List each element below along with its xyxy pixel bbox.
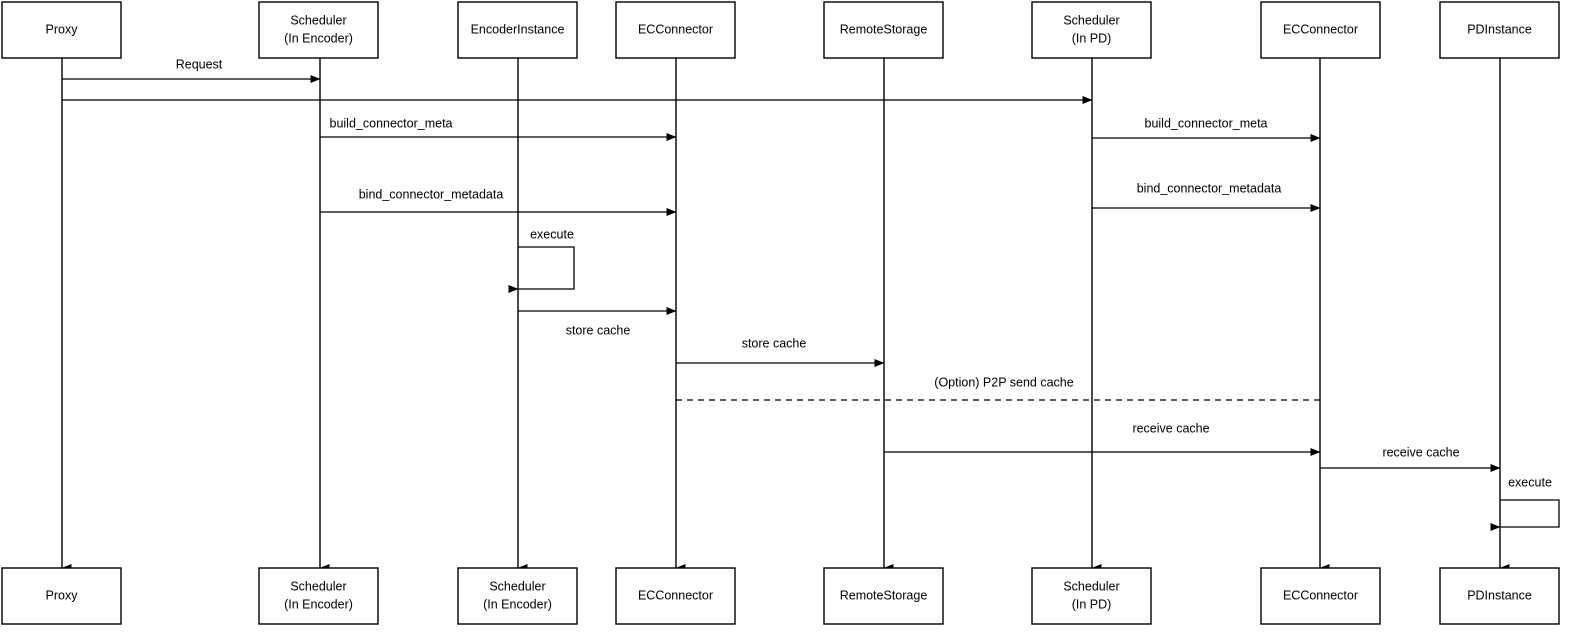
message-request: Request — [62, 57, 321, 83]
top-participant-boxes: Proxy Scheduler (In Encoder) EncoderInstanc… — [1, 1, 1560, 59]
bottom-participant-box-pd-instance[interactable]: PDInstance — [1439, 567, 1560, 625]
top-participant-box-pd-instance[interactable]: PDInstance — [1439, 1, 1560, 59]
top-participant-label: Proxy — [46, 22, 79, 36]
top-participant-label-line2: (In Encoder) — [284, 31, 353, 45]
message-receive-cache-remotestorage-to-ecconnector: receive cache — [884, 421, 1321, 456]
bottom-participant-label: RemoteStorage — [840, 588, 928, 602]
self-message-label-execute-pd-instance: execute — [1508, 475, 1552, 489]
message-label-receive-cache-ecconnector-to-pdinstance: receive cache — [1382, 445, 1459, 459]
message-label-build-connector-meta-encoder: build_connector_meta — [330, 116, 453, 130]
bottom-participant-label: Proxy — [46, 588, 79, 602]
bottom-participant-label: PDInstance — [1467, 588, 1532, 602]
message-store-cache-ecconnector-to-remotestorage: store cache — [676, 336, 885, 367]
message-store-cache-encoder-to-ecconnector: store cache — [518, 307, 677, 337]
top-participant-label: PDInstance — [1467, 22, 1532, 36]
message-label-build-connector-meta-pd: build_connector_meta — [1145, 116, 1268, 130]
bottom-participant-box-ec-connector-left[interactable]: ECConnector — [615, 567, 736, 625]
message-receive-cache-ecconnector-to-pdinstance: receive cache — [1320, 445, 1501, 472]
self-message-path-execute-encoder-instance — [508, 246, 575, 293]
message-label-receive-cache-remotestorage-to-ecconnector: receive cache — [1132, 421, 1209, 435]
bottom-participant-label: ECConnector — [1283, 588, 1358, 602]
bottom-participant-boxes: Proxy Scheduler (In Encoder) Scheduler (In E… — [1, 567, 1560, 625]
messages-layer: Request build_connector_meta build_connect… — [62, 57, 1560, 531]
bottom-participant-label-line2: (In Encoder) — [483, 597, 552, 611]
top-participant-box-encoder-instance[interactable]: EncoderInstance — [457, 1, 578, 59]
top-participant-label: EncoderInstance — [471, 22, 565, 36]
bottom-participant-box-proxy[interactable]: Proxy — [1, 567, 122, 625]
top-participant-box-scheduler-in-encoder[interactable]: Scheduler (In Encoder) — [258, 1, 379, 59]
bottom-participant-box-encoder-instance[interactable]: Scheduler (In Encoder) — [457, 567, 578, 625]
top-participant-box-ec-connector-right[interactable]: ECConnector — [1260, 1, 1381, 59]
self-message-execute-encoder-instance: execute — [508, 227, 575, 293]
message-label-p2p-send-cache: (Option) P2P send cache — [934, 375, 1073, 389]
message-build-connector-meta-encoder: build_connector_meta — [320, 116, 677, 141]
message-label-request: Request — [176, 57, 223, 71]
top-participant-label-line2: (In PD) — [1072, 31, 1112, 45]
bottom-participant-label-line1: Scheduler — [489, 579, 545, 593]
bottom-participant-label-line2: (In PD) — [1072, 597, 1112, 611]
self-message-execute-pd-instance: execute — [1490, 475, 1560, 531]
self-message-label-execute-encoder-instance: execute — [530, 227, 574, 241]
bottom-participant-label-line2: (In Encoder) — [284, 597, 353, 611]
top-participant-label: ECConnector — [638, 22, 713, 36]
bottom-participant-box-remote-storage[interactable]: RemoteStorage — [823, 567, 944, 625]
top-participant-label-line1: Scheduler — [290, 13, 346, 27]
message-build-connector-meta-pd: build_connector_meta — [1092, 116, 1321, 142]
bottom-participant-box-scheduler-in-pd[interactable]: Scheduler (In PD) — [1031, 567, 1152, 625]
message-bind-connector-metadata-pd: bind_connector_metadata — [1092, 181, 1321, 212]
top-participant-box-remote-storage[interactable]: RemoteStorage — [823, 1, 944, 59]
top-participant-box-ec-connector-left[interactable]: ECConnector — [615, 1, 736, 59]
top-participant-box-scheduler-in-pd[interactable]: Scheduler (In PD) — [1031, 1, 1152, 59]
message-p2p-send-cache: (Option) P2P send cache — [676, 375, 1320, 401]
top-participant-label-line1: Scheduler — [1063, 13, 1119, 27]
bottom-participant-label-line1: Scheduler — [1063, 579, 1119, 593]
top-participant-label: RemoteStorage — [840, 22, 928, 36]
message-label-store-cache-ecconnector-to-remotestorage: store cache — [742, 336, 807, 350]
self-message-path-execute-pd-instance — [1490, 499, 1560, 531]
lifelines-layer — [61, 58, 1510, 572]
bottom-participant-box-ec-connector-right[interactable]: ECConnector — [1260, 567, 1381, 625]
bottom-participant-box-scheduler-in-encoder[interactable]: Scheduler (In Encoder) — [258, 567, 379, 625]
message-label-store-cache-encoder-to-ecconnector: store cache — [566, 323, 631, 337]
top-participant-box-proxy[interactable]: Proxy — [1, 1, 122, 59]
message-label-bind-connector-metadata-pd: bind_connector_metadata — [1137, 181, 1282, 195]
bottom-participant-label-line1: Scheduler — [290, 579, 346, 593]
bottom-participant-label: ECConnector — [638, 588, 713, 602]
message-label-bind-connector-metadata-encoder: bind_connector_metadata — [359, 187, 504, 201]
message-bind-connector-metadata-encoder: bind_connector_metadata — [320, 187, 677, 216]
top-participant-label: ECConnector — [1283, 22, 1358, 36]
